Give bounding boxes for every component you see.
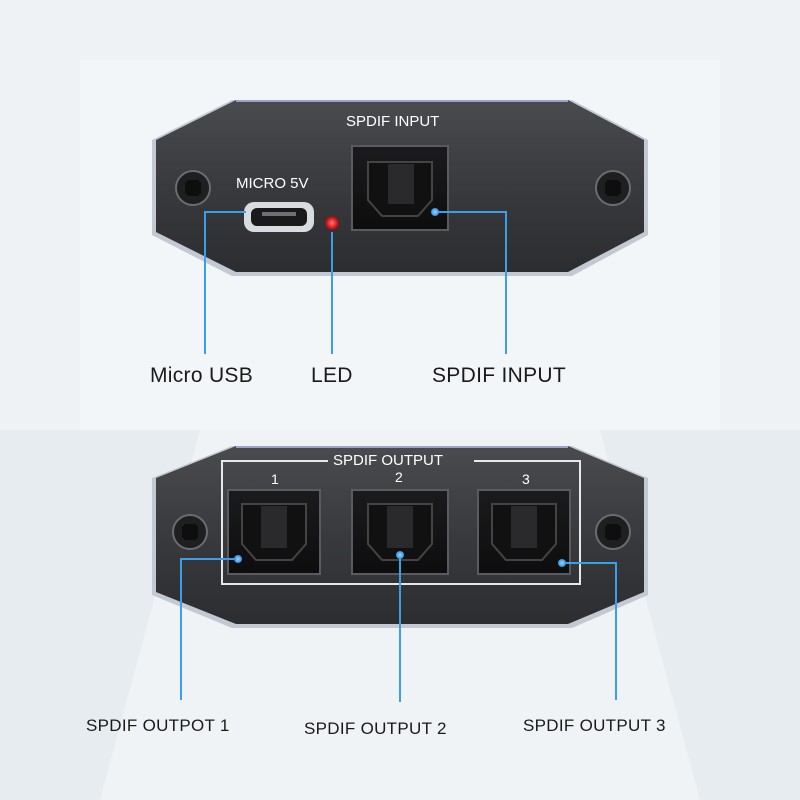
output-port-number-1: 1 bbox=[271, 471, 279, 487]
callout-lines bbox=[180, 558, 617, 702]
screw-icon bbox=[172, 514, 208, 550]
spdif-output-group-label: SPDIF OUTPUT bbox=[333, 452, 444, 469]
led-icon bbox=[325, 216, 339, 230]
callout-dot bbox=[234, 555, 242, 563]
callout-dot bbox=[558, 559, 566, 567]
output-port-number-2: 2 bbox=[395, 469, 403, 485]
spdif-output-1-port-icon bbox=[227, 489, 321, 575]
callout-micro-usb: Micro USB bbox=[150, 364, 254, 387]
callout-spdif-output-1: SPDIF OUTPOT 1 bbox=[86, 716, 230, 735]
screw-icon bbox=[595, 514, 631, 550]
spdif-output-3-port-icon bbox=[477, 489, 571, 575]
callout-lines bbox=[204, 211, 507, 354]
callout-spdif-input: SPDIF INPUT bbox=[432, 364, 566, 387]
spdif-output-2-port-icon bbox=[351, 489, 449, 575]
spdif-input-port-icon bbox=[351, 145, 449, 231]
micro-usb-port-icon bbox=[244, 202, 314, 232]
callout-led: LED bbox=[311, 364, 353, 387]
spdif-input-panel-label: SPDIF INPUT bbox=[346, 113, 440, 130]
callout-spdif-output-3: SPDIF OUTPUT 3 bbox=[523, 716, 666, 735]
micro-5v-panel-label: MICRO 5V bbox=[236, 175, 309, 192]
screw-icon bbox=[595, 170, 631, 206]
callout-spdif-output-2: SPDIF OUTPUT 2 bbox=[304, 719, 447, 738]
output-port-number-3: 3 bbox=[522, 471, 530, 487]
screw-icon bbox=[175, 170, 211, 206]
callout-dot bbox=[396, 551, 404, 559]
callout-dot bbox=[431, 208, 439, 216]
